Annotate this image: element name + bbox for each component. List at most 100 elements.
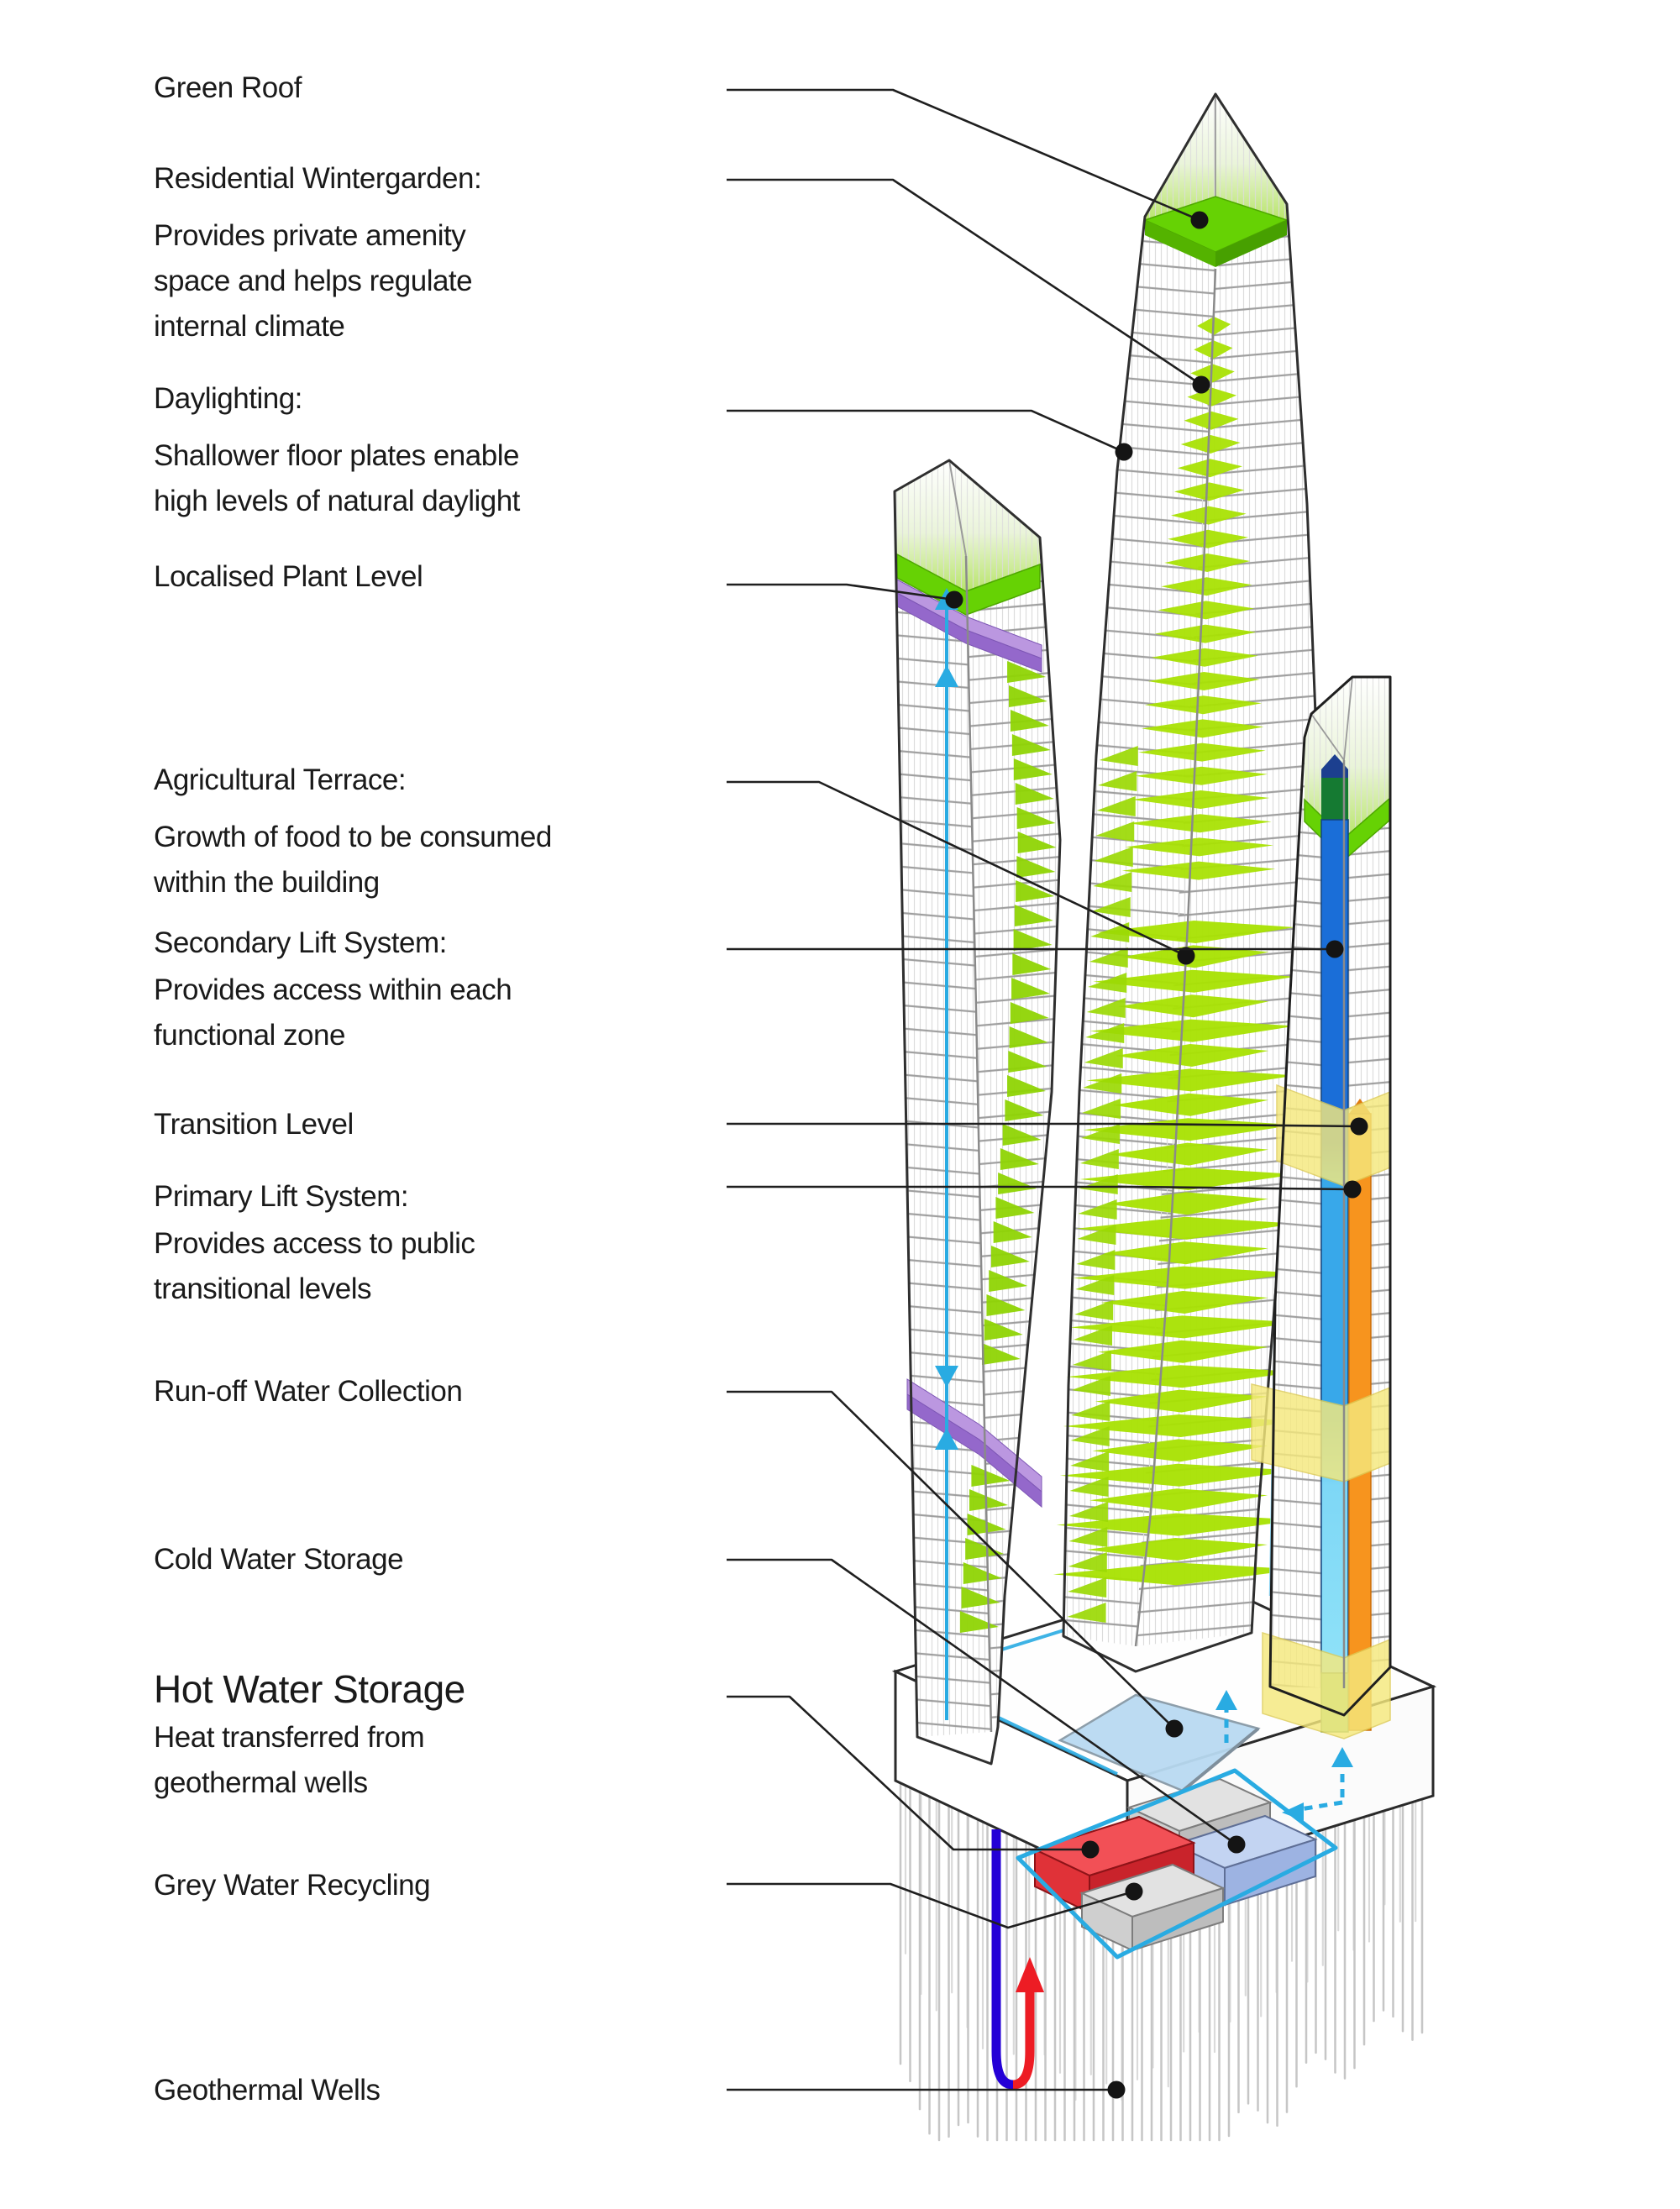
left-tower-terrace-plate	[969, 1489, 1008, 1511]
label-localised-plant-level: Localised Plant Level	[154, 554, 423, 600]
agricultural-terrace-plate	[1103, 1241, 1268, 1265]
geothermal-wells-title: Geothermal Wells	[154, 2074, 381, 2107]
leader-run-off-water-collection	[727, 1390, 1175, 1729]
label-geothermal-wells: Geothermal Wells	[154, 2068, 381, 2113]
agricultural-terrace-plate	[1092, 1439, 1268, 1462]
center-tower-flank-terrace	[1068, 1502, 1108, 1522]
agricultural-terrace-plate	[1121, 945, 1269, 968]
agricultural-terrace-plate	[1063, 1414, 1299, 1437]
leader-dot-transition-level	[1350, 1117, 1368, 1136]
left-tower-terrace-plate	[1011, 978, 1051, 1000]
center-tower-flank-terrace	[1096, 796, 1136, 816]
leader-dot-hot-water-storage	[1081, 1840, 1100, 1859]
center-tower-flank-terrace	[1069, 1477, 1109, 1497]
leader-dot-residential-wintergarden	[1192, 375, 1210, 394]
center-tower-flank-terrace	[1071, 1376, 1110, 1396]
left-tower-terrace-plate	[1013, 758, 1053, 780]
label-secondary-lift-system: Secondary Lift System:Provides access wi…	[154, 921, 512, 1058]
center-tower-flank-terrace	[1078, 1199, 1117, 1220]
center-tower	[1053, 92, 1320, 1673]
left-tower-terrace-plate	[1007, 661, 1047, 683]
center-tower-flank-terrace	[1074, 1300, 1114, 1320]
leader-primary-lift-system	[727, 1185, 1353, 1191]
right-tower-outline	[1268, 675, 1392, 1717]
left-tower-terrace-plate	[1012, 953, 1052, 975]
center-tower-flank-terrace	[1070, 1451, 1110, 1472]
left-tower-terrace-plate	[998, 1173, 1037, 1194]
wintergarden-plate	[1154, 624, 1257, 643]
agricultural-terrace-plate	[1112, 1093, 1269, 1116]
leader-dot-agricultural-terrace	[1177, 947, 1195, 965]
agricultural-terrace-plate	[1095, 1389, 1268, 1413]
center-tower-flank-terrace	[1084, 1048, 1123, 1068]
center-tower-left-flank-terraces	[1067, 746, 1138, 1623]
pipe-up-red	[1012, 1989, 1035, 2090]
leader-dot-geothermal-wells	[1107, 2080, 1126, 2099]
left-tower-terrace-plate	[1014, 905, 1053, 926]
residential-wintergarden-description: Provides private amenity space and helps…	[154, 219, 473, 343]
label-primary-lift-system: Primary Lift System:Provides access to p…	[154, 1174, 475, 1312]
leader-dot-daylighting	[1115, 443, 1133, 461]
air-flow-arrow-2	[935, 665, 958, 687]
wintergarden-plate	[1180, 435, 1241, 454]
center-tower-flank-terrace	[1070, 1426, 1110, 1446]
wintergarden-plate	[1158, 601, 1254, 620]
leader-dot-primary-lift-system	[1343, 1180, 1362, 1199]
grey-water-tank-front	[1079, 1863, 1226, 1952]
agricultural-terrace-plate	[1053, 1562, 1300, 1586]
run-off-water-collection-title: Run-off Water Collection	[154, 1375, 463, 1408]
left-tower-terrace-plate	[1005, 1099, 1044, 1121]
center-tower-flank-terrace	[1074, 1325, 1113, 1346]
center-tower-flank-terrace	[1071, 1401, 1110, 1421]
left-tower-terrace-plate	[1015, 783, 1054, 805]
leader-dot-run-off-water-collection	[1165, 1719, 1184, 1738]
leader-agricultural-terrace	[727, 780, 1187, 958]
center-tower-flank-terrace	[1079, 1149, 1119, 1169]
agricultural-terrace-plate	[1069, 1315, 1298, 1339]
green-roof-front-right	[1215, 220, 1287, 267]
secondary-lift-shaft-cap	[1321, 754, 1348, 781]
label-agricultural-terrace: Agricultural Terrace:Growth of food to b…	[154, 758, 552, 905]
agricultural-terrace-plate	[1073, 1266, 1298, 1289]
residential-wintergarden-title: Residential Wintergarden:	[154, 162, 482, 195]
left-tower-terrace-plate	[1016, 880, 1055, 902]
agricultural-terrace-plate	[1106, 1192, 1268, 1215]
center-tower-front-corner	[1134, 268, 1217, 1647]
primary-lift-system-title: Primary Lift System:	[154, 1180, 409, 1213]
leader-daylighting	[727, 409, 1125, 454]
agricultural-terrace-plate	[1089, 1019, 1296, 1042]
wintergarden-plate	[1121, 861, 1276, 880]
left-tower-terrace-plate	[1008, 1051, 1047, 1073]
green-roof-front-left	[1145, 220, 1215, 267]
wintergarden-plate	[1161, 577, 1252, 596]
wintergarden-plate	[1164, 554, 1251, 572]
label-residential-wintergarden: Residential Wintergarden: Provides privat…	[154, 156, 482, 349]
leader-transition-level	[727, 1122, 1360, 1128]
cold-water-storage-title: Cold Water Storage	[154, 1543, 404, 1576]
label-daylighting: Daylighting:Shallower floor plates enabl…	[154, 376, 520, 524]
wintergarden-plate	[1177, 459, 1243, 478]
center-tower-flank-terrace	[1068, 1577, 1107, 1598]
left-tower-terrace-plate	[1017, 832, 1057, 853]
localised-plant-level-title: Localised Plant Level	[154, 560, 423, 593]
center-tower-flank-terrace	[1095, 821, 1135, 842]
agricultural-terrace-plate	[1083, 1118, 1297, 1141]
center-tower-flank-terrace	[1094, 847, 1133, 867]
left-tower-terrace-plate	[989, 1270, 1028, 1292]
wintergarden-plate	[1128, 814, 1272, 833]
center-tower-flank-terrace	[1093, 872, 1132, 892]
left-tower-terrace-plate	[1016, 807, 1056, 829]
left-tower-terrace-plate	[963, 1562, 1002, 1584]
left-tower-outline	[893, 459, 1062, 1766]
wintergarden-plate	[1135, 766, 1268, 785]
left-tower-terrace-plate	[1010, 710, 1049, 732]
air-flow-arrow-3	[935, 1366, 958, 1388]
left-tower-terrace-plate	[1016, 856, 1056, 878]
leader-cold-water-storage	[727, 1558, 1237, 1846]
left-tower-terrace-plate	[1011, 734, 1051, 756]
center-tower-flank-terrace	[1082, 1099, 1121, 1119]
center-tower-flank-terrace	[1080, 1124, 1120, 1144]
label-run-off-water-collection: Run-off Water Collection	[154, 1369, 463, 1414]
pipe-up-arrowhead	[1016, 1957, 1044, 1992]
